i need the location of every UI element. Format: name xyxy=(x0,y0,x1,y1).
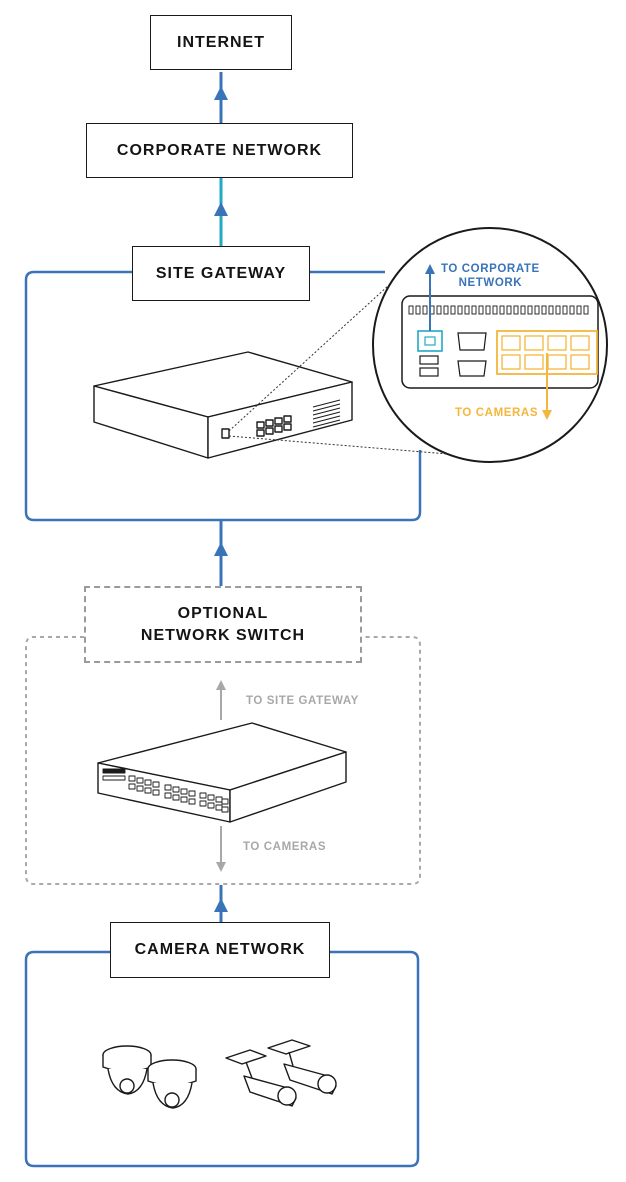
zoomed-gateway-panel xyxy=(401,264,599,420)
connector-switch-to-gateway xyxy=(214,521,228,586)
bullet-camera-icon xyxy=(225,1039,337,1107)
optional-switch-container xyxy=(25,636,421,885)
optional-network-switch-node: OPTIONAL NETWORK SWITCH xyxy=(84,586,362,663)
network-switch-device xyxy=(97,722,347,823)
site-gateway-container xyxy=(24,270,422,522)
connector-cameras-to-switch xyxy=(214,885,228,922)
zoom-to-cameras-label: TO CAMERAS xyxy=(455,407,539,419)
uplink-port xyxy=(417,330,443,352)
gateway-port-block xyxy=(256,415,292,437)
to-corporate-label: TO CORPORATE NETWORK xyxy=(441,263,540,289)
gateway-device xyxy=(93,351,353,459)
site-gateway-node: SITE GATEWAY xyxy=(132,246,310,301)
gateway-vent xyxy=(312,399,341,428)
optional-switch-line1: OPTIONAL xyxy=(177,604,269,622)
internet-node: INTERNET xyxy=(150,15,292,70)
zoom-callout-lines xyxy=(228,274,461,456)
camera-network-node: CAMERA NETWORK xyxy=(110,922,330,978)
optional-switch-line2: NETWORK SWITCH xyxy=(140,626,306,644)
camera-network-container xyxy=(24,950,420,1168)
switch-arrows xyxy=(216,680,226,872)
switch-to-cameras-label: TO CAMERAS xyxy=(243,841,327,853)
switch-to-site-gateway-label: TO SITE GATEWAY xyxy=(246,695,359,707)
connector-gateway-to-corporate xyxy=(214,178,228,246)
connector-corporate-to-internet xyxy=(214,72,228,123)
corporate-network-node: CORPORATE NETWORK xyxy=(86,123,353,178)
dome-camera-icon xyxy=(102,1045,197,1109)
